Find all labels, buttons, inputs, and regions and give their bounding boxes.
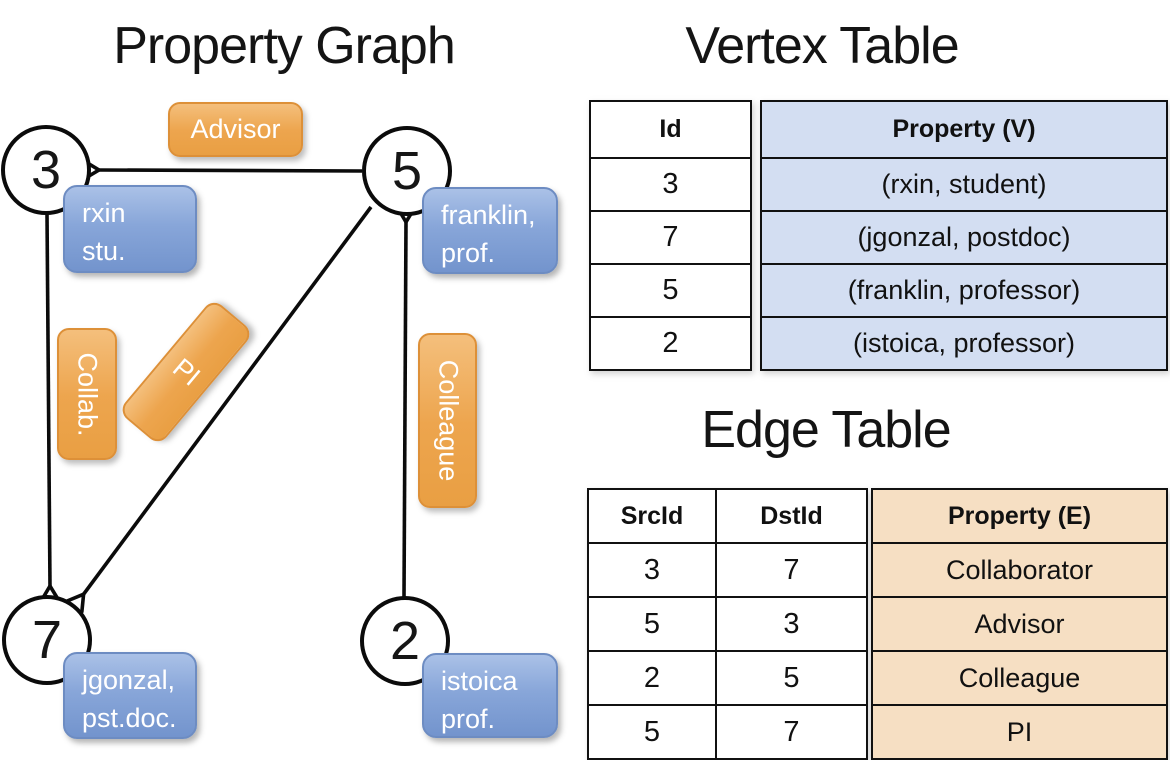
edge-property-cell: Advisor bbox=[871, 596, 1168, 652]
vertex-property-line: istoica bbox=[441, 666, 518, 696]
edge-src-cell: 5 bbox=[587, 704, 717, 760]
edge-label-colleague: Colleague bbox=[418, 333, 477, 508]
vertex-property-line: franklin, bbox=[441, 200, 536, 230]
vertex-property-box-jgonzal: jgonzal, pst.doc. bbox=[63, 652, 197, 739]
edge-property-cell: Collaborator bbox=[871, 542, 1168, 598]
vertex-property-box-franklin: franklin, prof. bbox=[422, 187, 558, 274]
node-5-id-label: 5 bbox=[391, 141, 423, 201]
edge-dst-cell: 5 bbox=[715, 650, 868, 706]
vertex-id-cell: 5 bbox=[589, 263, 752, 318]
edge-src-cell: 5 bbox=[587, 596, 717, 652]
graph-node-3: 3 bbox=[1, 125, 91, 215]
edge-src-cell: 3 bbox=[587, 542, 717, 598]
edge-label-text: Colleague bbox=[433, 359, 463, 482]
vertex-property-cell: (franklin, professor) bbox=[760, 263, 1168, 318]
edge-dst-cell: 7 bbox=[715, 542, 868, 598]
edge-label-text: Collab. bbox=[72, 351, 103, 437]
vertex-id-header: Id bbox=[589, 100, 752, 159]
vertex-id-cell: 2 bbox=[589, 316, 752, 371]
node-3-id-label: 3 bbox=[30, 140, 62, 200]
edge-property-cell: Colleague bbox=[871, 650, 1168, 706]
edge-ids-table: SrcId DstId 3 7 5 3 2 5 5 7 bbox=[587, 488, 868, 760]
edge-property-cell: PI bbox=[871, 704, 1168, 760]
vertex-property-box-rxin: rxin stu. bbox=[63, 185, 197, 273]
vertex-property-line: jgonzal, bbox=[82, 665, 176, 695]
graph-node-5: 5 bbox=[362, 126, 452, 216]
vertex-property-line: pst.doc. bbox=[82, 703, 177, 734]
vertex-property-header: Property (V) bbox=[760, 100, 1168, 159]
vertex-property-line: prof. bbox=[441, 238, 496, 269]
vertex-id-table: Id 3 7 5 2 bbox=[589, 100, 752, 371]
edge-dstid-header: DstId bbox=[715, 488, 868, 544]
edge-property-table: Property (E) Collaborator Advisor Collea… bbox=[871, 488, 1168, 760]
edge-srcid-header: SrcId bbox=[587, 488, 717, 544]
node-2-id-label: 2 bbox=[389, 611, 421, 671]
edge-label-advisor: Advisor bbox=[168, 102, 303, 157]
vertex-property-cell: (rxin, student) bbox=[760, 157, 1168, 212]
vertex-id-cell: 7 bbox=[589, 210, 752, 265]
vertex-property-box-istoica: istoica prof. bbox=[422, 653, 558, 738]
vertex-property-line: stu. bbox=[82, 236, 126, 267]
vertex-table-title: Vertex Table bbox=[685, 17, 959, 75]
node-7-id-label: 7 bbox=[31, 610, 63, 670]
edge-dst-cell: 7 bbox=[715, 704, 868, 760]
edge-src-cell: 2 bbox=[587, 650, 717, 706]
edge-table-title: Edge Table bbox=[701, 401, 951, 459]
vertex-property-cell: (jgonzal, postdoc) bbox=[760, 210, 1168, 265]
edge-label-pi: PI bbox=[117, 297, 255, 447]
vertex-property-table: Property (V) (rxin, student) (jgonzal, p… bbox=[760, 100, 1168, 371]
vertex-property-line: rxin bbox=[82, 198, 126, 228]
edge-colleague-2-to-5 bbox=[395, 205, 417, 598]
vertex-id-cell: 3 bbox=[589, 157, 752, 212]
property-graph-title: Property Graph bbox=[113, 17, 455, 75]
edge-label-text: PI bbox=[166, 351, 206, 392]
edge-label-collab: Collab. bbox=[57, 328, 117, 460]
edge-label-text: Advisor bbox=[190, 114, 281, 144]
edge-dst-cell: 3 bbox=[715, 596, 868, 652]
edge-property-header: Property (E) bbox=[871, 488, 1168, 544]
edge-collaborator-3-to-7 bbox=[39, 213, 61, 603]
vertex-property-cell: (istoica, professor) bbox=[760, 316, 1168, 371]
vertex-property-line: prof. bbox=[441, 704, 496, 735]
edge-advisor-5-to-3 bbox=[82, 159, 363, 181]
